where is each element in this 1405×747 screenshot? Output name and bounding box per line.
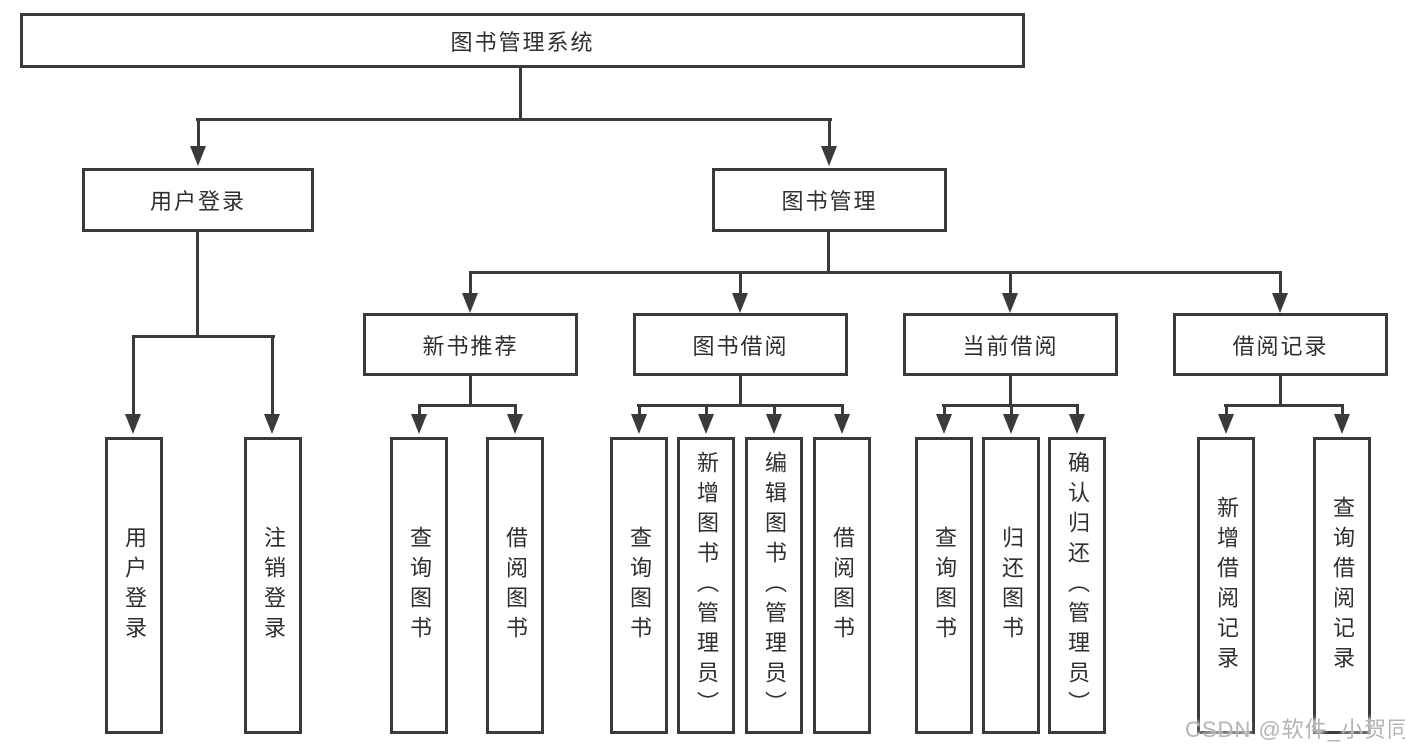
node-borrow-records-label: 借阅记录: [1232, 333, 1329, 359]
leaf-newrec-query-books: 查询图书: [390, 437, 448, 734]
connector-borrow-hline: [637, 404, 844, 407]
arrowhead-down-icon: [1272, 293, 1288, 313]
leaf-records-query-record: 查询借阅记录: [1313, 437, 1371, 734]
connector-newrec-stem-1: [418, 404, 421, 416]
connector-borrow-stem-2: [705, 404, 708, 416]
arrowhead-down-icon: [766, 414, 782, 434]
leaf-borrow-borrow-books-label: 借阅图书: [830, 525, 855, 646]
connector-current-stem-2: [1010, 404, 1013, 416]
arrowhead-down-icon: [190, 146, 206, 166]
connector-book-management-hline: [469, 271, 1282, 274]
arrowhead-down-icon: [264, 414, 280, 434]
connector-root-vline: [519, 66, 522, 121]
node-book-management-label: 图书管理: [781, 189, 878, 214]
arrowhead-down-icon: [125, 414, 141, 434]
connector-stem-current-borrow: [1009, 271, 1012, 297]
leaf-logout: 注销登录: [244, 437, 302, 734]
node-root-label: 图书管理系统: [450, 29, 595, 55]
leaf-current-confirm-return-label: 确认归还（管理员）: [1065, 450, 1090, 721]
leaf-borrow-add-books-label: 新增图书（管理员）: [694, 450, 719, 721]
connector-newrec-stem-2: [514, 404, 517, 416]
leaf-newrec-borrow-books-label: 借阅图书: [503, 525, 528, 646]
csdn-watermark: CSDN @软件_小贺同学: [1185, 717, 1405, 742]
connector-root-stem-user-login: [197, 118, 200, 148]
node-user-login: 用户登录: [82, 168, 314, 232]
arrowhead-down-icon: [732, 293, 748, 313]
arrowhead-down-icon: [1069, 414, 1085, 434]
arrowhead-down-icon: [411, 414, 427, 434]
node-root: 图书管理系统: [20, 13, 1025, 68]
node-current-borrow-label: 当前借阅: [962, 333, 1059, 359]
node-book-borrow: 图书借阅: [633, 313, 848, 376]
arrowhead-down-icon: [507, 414, 523, 434]
connector-records-stem-1: [1225, 404, 1228, 416]
connector-stem-book-borrow: [739, 271, 742, 297]
node-book-borrow-label: 图书借阅: [692, 333, 789, 359]
arrowhead-down-icon: [1003, 414, 1019, 434]
connector-book-management-vline: [827, 230, 830, 274]
arrowhead-down-icon: [1334, 414, 1350, 434]
arrowhead-down-icon: [698, 414, 714, 434]
node-current-borrow: 当前借阅: [903, 313, 1118, 376]
node-book-management: 图书管理: [712, 168, 947, 232]
leaf-current-confirm-return: 确认归还（管理员）: [1048, 437, 1106, 734]
connector-current-stem-1: [943, 404, 946, 416]
leaf-current-query-books: 查询图书: [915, 437, 973, 734]
connector-records-stem-2: [1341, 404, 1344, 416]
leaf-borrow-query-books-label: 查询图书: [627, 525, 652, 646]
connector-current-vline: [1009, 374, 1012, 407]
arrowhead-down-icon: [821, 146, 837, 166]
connector-current-stem-3: [1076, 404, 1079, 416]
connector-user-login-hline: [132, 335, 275, 338]
leaf-borrow-edit-books-label: 编辑图书（管理员）: [762, 450, 787, 721]
connector-newrec-vline: [469, 374, 472, 407]
connector-root-stem-book-management: [828, 118, 831, 148]
connector-borrow-stem-1: [638, 404, 641, 416]
arrowhead-down-icon: [834, 414, 850, 434]
leaf-borrow-edit-books: 编辑图书（管理员）: [745, 437, 803, 734]
connector-borrow-vline: [739, 374, 742, 407]
connector-stem-new-book-recommend: [469, 271, 472, 297]
leaf-records-add-record-label: 新增借阅记录: [1214, 495, 1239, 676]
connector-borrow-stem-4: [841, 404, 844, 416]
connector-user-login-stem-login: [132, 335, 135, 417]
node-user-login-label: 用户登录: [149, 189, 246, 214]
leaf-newrec-query-books-label: 查询图书: [407, 525, 432, 646]
connector-stem-borrow-records: [1279, 271, 1282, 297]
leaf-user-login-label: 用户登录: [122, 525, 147, 646]
node-new-book-recommend: 新书推荐: [363, 313, 578, 376]
leaf-borrow-add-books: 新增图书（管理员）: [677, 437, 735, 734]
leaf-newrec-borrow-books: 借阅图书: [486, 437, 544, 734]
leaf-records-add-record: 新增借阅记录: [1197, 437, 1255, 734]
node-borrow-records: 借阅记录: [1173, 313, 1388, 376]
leaf-current-return-books-label: 归还图书: [999, 525, 1024, 646]
connector-root-hline: [196, 118, 832, 121]
connector-user-login-stem-logout: [271, 335, 274, 417]
leaf-user-login: 用户登录: [105, 437, 163, 734]
leaf-current-return-books: 归还图书: [982, 437, 1040, 734]
connector-records-hline: [1224, 404, 1344, 407]
connector-newrec-hline: [418, 404, 517, 407]
leaf-borrow-query-books: 查询图书: [610, 437, 668, 734]
leaf-records-query-record-label: 查询借阅记录: [1330, 495, 1355, 676]
leaf-current-query-books-label: 查询图书: [932, 525, 957, 646]
leaf-logout-label: 注销登录: [261, 525, 286, 646]
arrowhead-down-icon: [631, 414, 647, 434]
connector-records-vline: [1279, 374, 1282, 407]
arrowhead-down-icon: [1218, 414, 1234, 434]
arrowhead-down-icon: [1002, 293, 1018, 313]
node-new-book-recommend-label: 新书推荐: [422, 333, 519, 359]
leaf-borrow-borrow-books: 借阅图书: [813, 437, 871, 734]
connector-user-login-vline: [196, 230, 199, 338]
arrowhead-down-icon: [462, 293, 478, 313]
connector-borrow-stem-3: [773, 404, 776, 416]
arrowhead-down-icon: [936, 414, 952, 434]
